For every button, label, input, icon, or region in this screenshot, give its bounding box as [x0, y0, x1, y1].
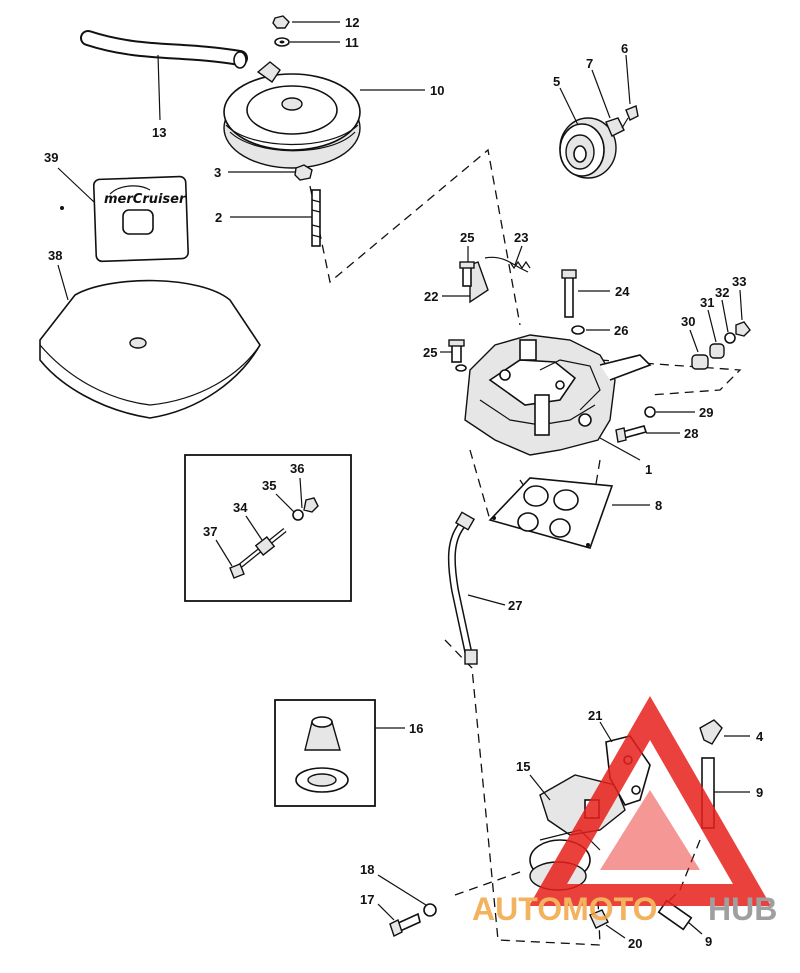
gasket-part-8: [488, 477, 614, 549]
leader-lines: [57, 21, 750, 939]
callout-24: 24: [615, 284, 630, 299]
callout-13: 13: [152, 125, 166, 140]
nut-part-12: [272, 15, 290, 29]
callout-33: 33: [732, 274, 746, 289]
washer-part-18: [423, 903, 437, 917]
callout-22: 22: [424, 289, 438, 304]
automotohub-watermark: AUTOMOTO HUB: [472, 695, 777, 927]
screw-part-25b: [448, 339, 467, 372]
callout-20: 20: [628, 936, 642, 951]
nut-part-29: [644, 406, 656, 418]
callout-8: 8: [655, 498, 662, 513]
linkage-part-22: [469, 261, 489, 304]
callout-9b: 9: [705, 934, 712, 949]
detail-box-34-37: [184, 454, 352, 602]
callout-23: 23: [514, 230, 528, 245]
bolt-part-24: [561, 269, 577, 318]
choke-part-5: [559, 117, 617, 179]
cover-part-38: [39, 279, 261, 419]
callout-17: 17: [360, 892, 374, 907]
washer-part-11: [274, 37, 290, 47]
callout-15: 15: [516, 759, 530, 774]
callout-10: 10: [430, 83, 444, 98]
part-30: [691, 354, 709, 370]
callout-16: 16: [409, 721, 423, 736]
callout-18: 18: [360, 862, 374, 877]
cover-brand-logo: merCruiser: [104, 192, 187, 207]
part-33: [735, 321, 751, 337]
nut-part-3: [294, 164, 313, 181]
screw-part-25a: [459, 261, 475, 287]
cover-part-39: merCruiser: [60, 175, 189, 263]
tube-part-9b: [657, 899, 693, 931]
fitting-part-4: [699, 719, 723, 745]
callout-27: 27: [508, 598, 522, 613]
callout-28: 28: [684, 426, 698, 441]
callout-30: 30: [681, 314, 695, 329]
screw-part-28: [615, 425, 648, 443]
callout-21: 21: [588, 708, 602, 723]
flame-arrestor-part-10: [223, 61, 361, 169]
callout-36: 36: [290, 461, 304, 476]
hose-part-13: [80, 30, 248, 69]
callout-5: 5: [553, 74, 560, 89]
callout-29: 29: [699, 405, 713, 420]
assembly-dashed-lines: [309, 148, 742, 946]
callout-2: 2: [215, 210, 222, 225]
callout-25b: 25: [423, 345, 437, 360]
callout-25a: 25: [460, 230, 474, 245]
clamp-part-7: [605, 117, 625, 137]
callout-38: 38: [48, 248, 62, 263]
callout-3: 3: [214, 165, 221, 180]
washer-part-26: [571, 325, 585, 335]
fitting-part-20: [589, 909, 609, 929]
callout-1: 1: [645, 462, 652, 477]
screw-part-6: [621, 105, 639, 129]
part-31: [709, 343, 725, 359]
watermark-text-right: HUB: [708, 891, 777, 927]
callout-37: 37: [203, 524, 217, 539]
detail-box-16: [274, 699, 376, 807]
callout-labels: 12 11 10 13 5 7 6 3 2 39 38 25 23 22 24 …: [44, 15, 764, 951]
callout-34: 34: [233, 500, 248, 515]
callout-31: 31: [700, 295, 714, 310]
watermark-text-left: AUTOMOTO: [472, 891, 657, 927]
callout-4: 4: [756, 729, 764, 744]
callout-32: 32: [715, 285, 729, 300]
callout-11: 11: [345, 35, 359, 50]
callout-12: 12: [345, 15, 359, 30]
callout-6: 6: [621, 41, 628, 56]
callout-9a: 9: [756, 785, 763, 800]
screw-part-17: [389, 912, 421, 937]
callout-39: 39: [44, 150, 58, 165]
callout-7: 7: [586, 56, 593, 71]
stud-part-2: [311, 189, 321, 247]
callout-26: 26: [614, 323, 628, 338]
part-32: [724, 332, 736, 344]
spring-part-23: [484, 256, 531, 273]
watermark-triangle-icon: [528, 695, 772, 906]
callout-35: 35: [262, 478, 276, 493]
carburetor-part-1: [464, 334, 652, 456]
fuel-line-part-27: [447, 511, 478, 665]
